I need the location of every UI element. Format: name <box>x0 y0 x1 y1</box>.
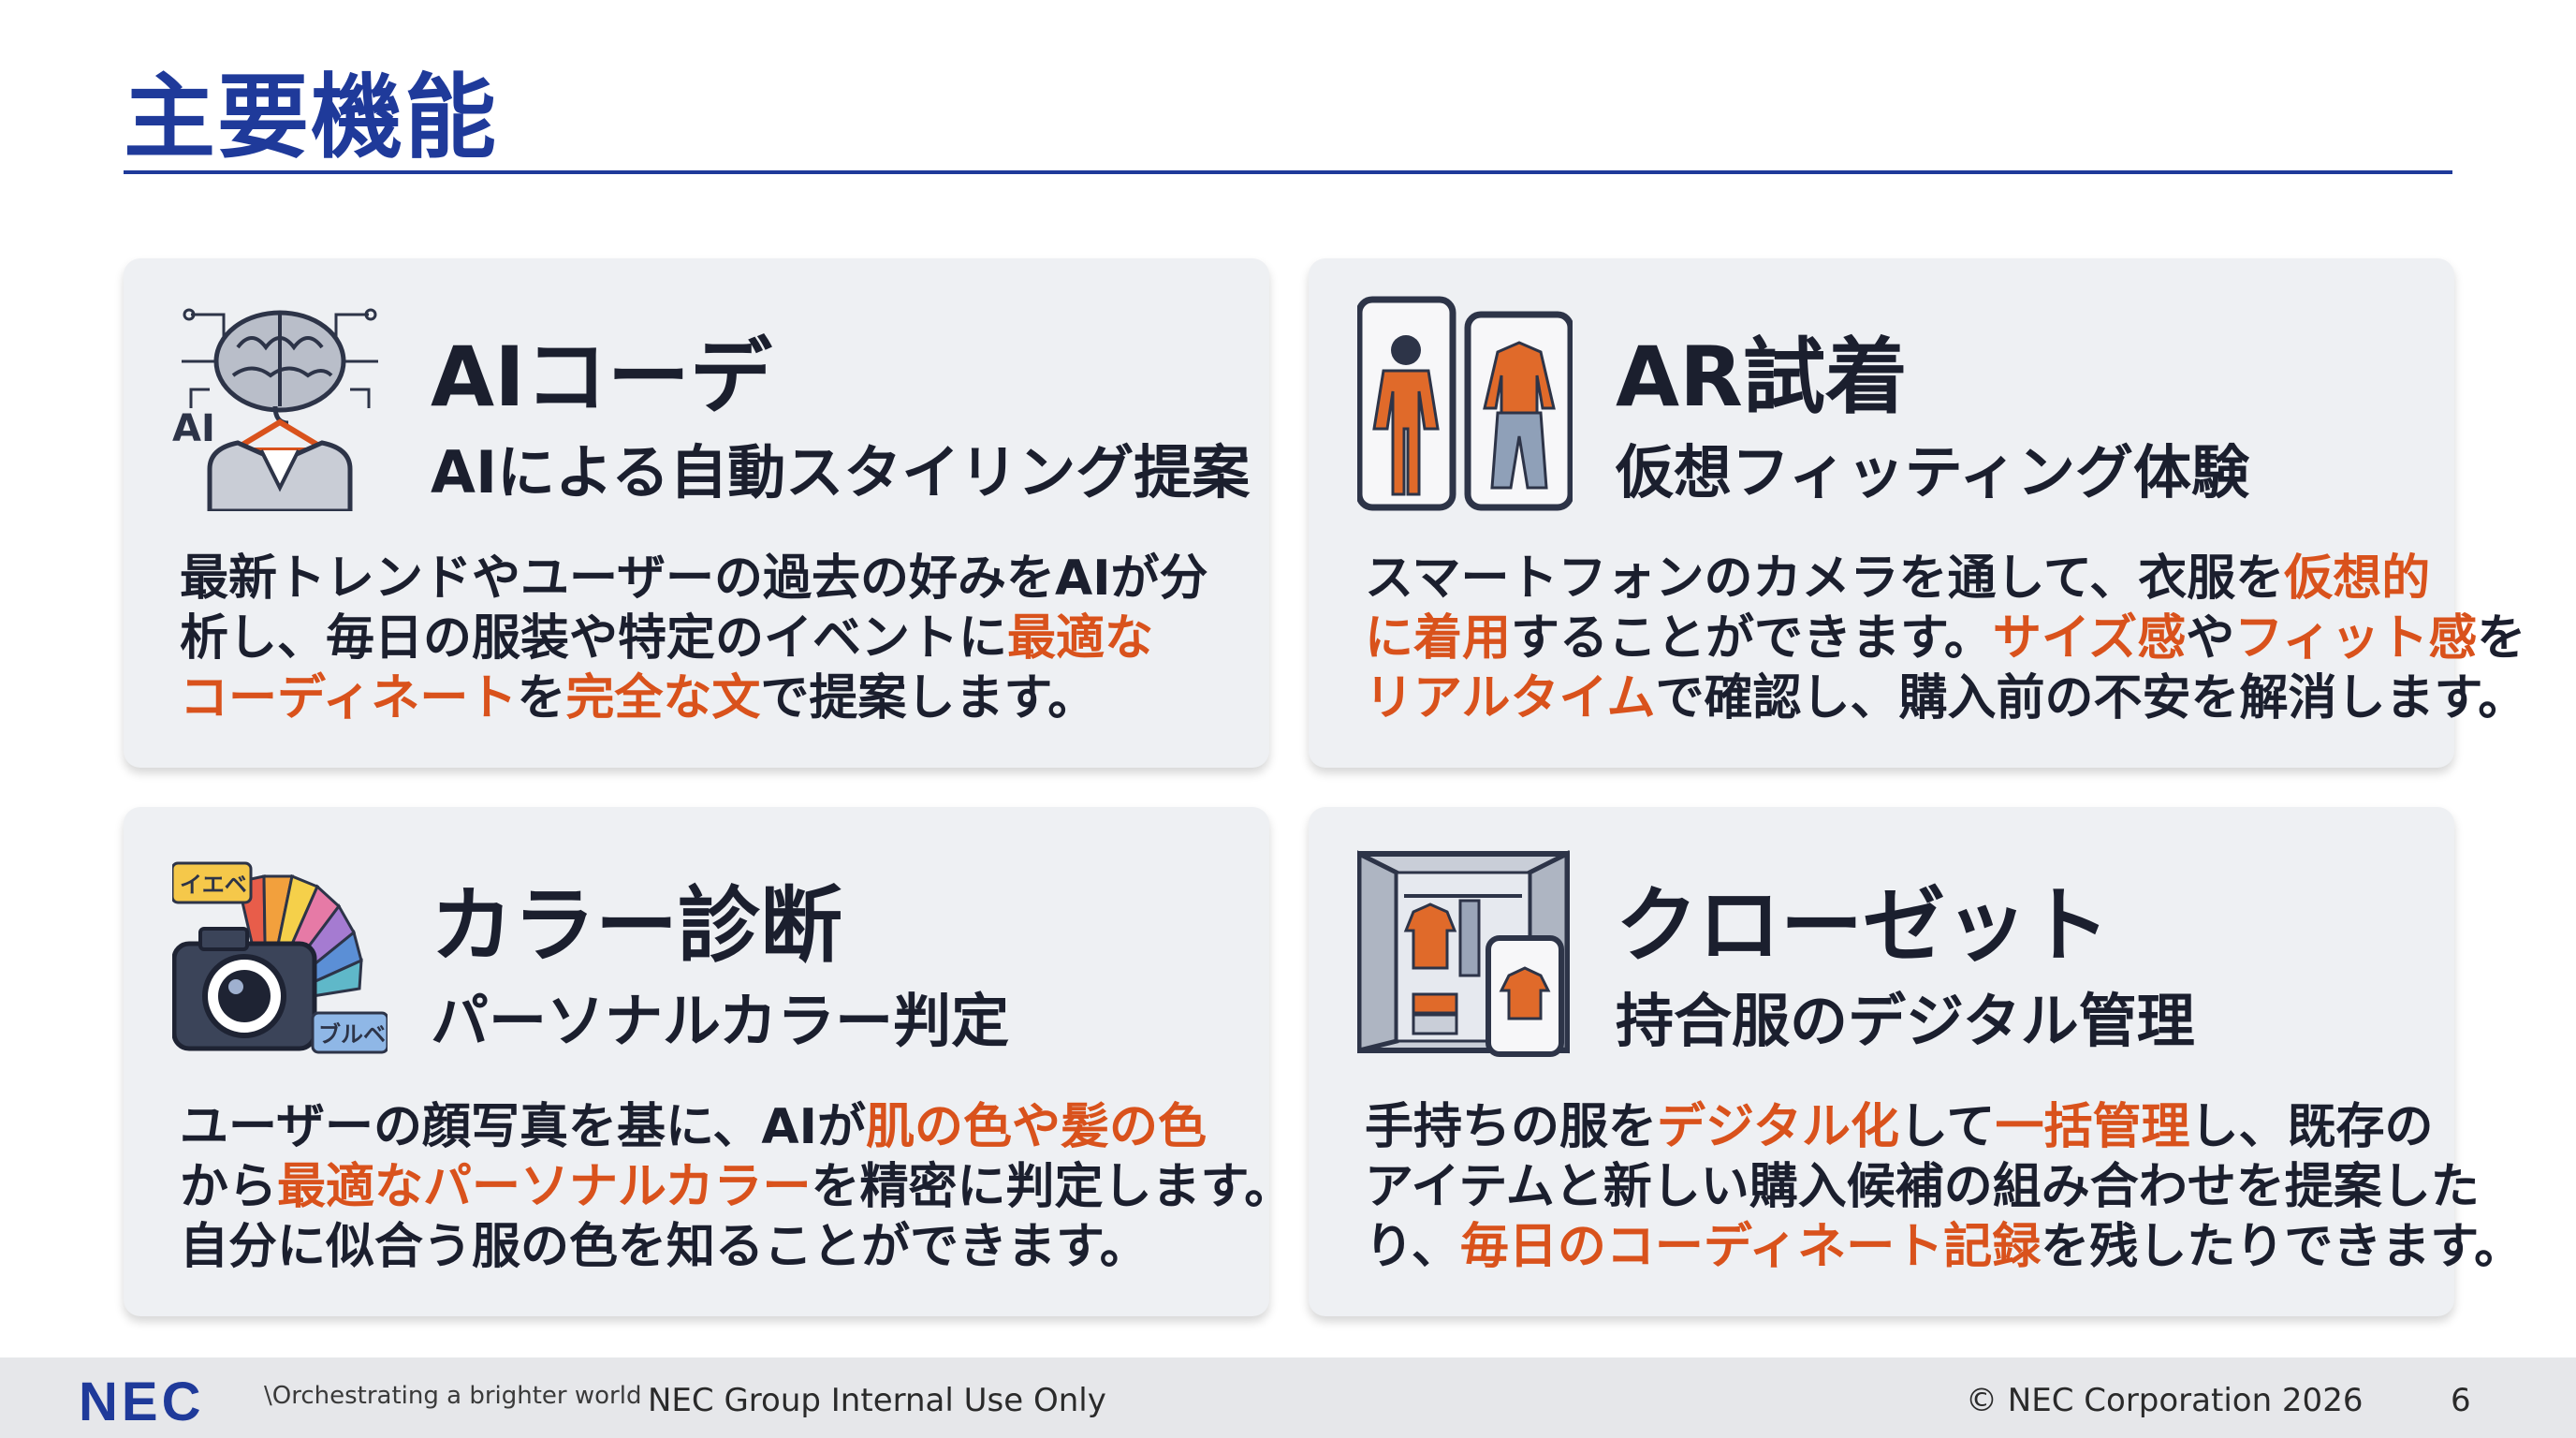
page-number: 6 <box>2451 1382 2471 1419</box>
highlighted-text: 一括管理 <box>1995 1099 2190 1155</box>
footer-classification: NEC Group Internal Use Only <box>648 1382 1106 1419</box>
card-subtitle: 持合服のデジタル管理 <box>1616 987 2195 1055</box>
card-body: 最新トレンドやユーザーの過去の好みをAIが分析し、毎日の服装や特定のイベントに最… <box>180 549 1237 728</box>
body-text: で確認し、購入前の不安を解消します。 <box>1655 670 2527 726</box>
title-divider <box>124 170 2452 174</box>
body-text: を精密に判定します。 <box>811 1159 1294 1215</box>
feature-card-closet: クローゼット 持合服のデジタル管理 手持ちの服をデジタル化して一括管理し、既存の… <box>1309 807 2523 1316</box>
body-text: することができます。 <box>1511 610 1993 667</box>
body-text: を <box>517 670 566 726</box>
card-heading: カラー診断 <box>431 877 843 974</box>
highlighted-text: 最適なパーソナルカラー <box>277 1159 812 1215</box>
feature-card-color-diagnosis: イエベ ブルベ カラー診断 パーソナルカラー判定 ユーザーの顔写真を基に、AIが… <box>124 807 1293 1316</box>
highlighted-text: 最適な <box>1007 610 1154 667</box>
card-body: 手持ちの服をデジタル化して一括管理し、既存のアイテムと新しい購入候補の組み合わせ… <box>1365 1097 2523 1277</box>
card-body-line: 自分に似合う服の色を知ることができます。 <box>180 1217 1237 1277</box>
footer-copyright: © NEC Corporation 2026 <box>1966 1382 2364 1419</box>
card-body: ユーザーの顔写真を基に、AIが肌の色や髪の色から最適なパーソナルカラーを精密に判… <box>180 1097 1293 1277</box>
body-text: 析し、毎日の服装や特定のイベントに <box>180 610 1008 667</box>
highlighted-text: 仮想的 <box>2284 550 2431 607</box>
card-body-line: から最適なパーソナルカラーを精密に判定します。 <box>180 1157 1293 1217</box>
yellow-base-label: イエベ <box>180 872 247 898</box>
card-heading: AR試着 <box>1616 329 1908 425</box>
feature-card-ai-coordinate: AI AIコーデ AIによる自動スタイリング提案 最新トレンドやユーザーの過去の… <box>124 258 1269 768</box>
highlighted-text: デジタル化 <box>1657 1099 1899 1155</box>
card-heading: クローゼット <box>1616 877 2111 974</box>
feature-card-ar-tryon: AR試着 仮想フィッティング体験 スマートフォンのカメラを通して、衣服を仮想的に… <box>1309 258 2526 768</box>
highlighted-text: 肌の色や髪の色 <box>866 1099 1208 1155</box>
card-subtitle: AIによる自動スタイリング提案 <box>431 438 1251 506</box>
ai-label-text: AI <box>172 407 215 450</box>
ai-brain-hanger-icon: AI <box>172 296 388 514</box>
body-text: 最新トレンドやユーザーの過去の好みをAIが分 <box>180 550 1208 607</box>
highlighted-text: コーディネート <box>180 670 518 726</box>
card-body-line: スマートフォンのカメラを通して、衣服を仮想的 <box>1365 549 2430 609</box>
card-body-line: リアルタイムで確認し、購入前の不安を解消します。 <box>1365 668 2526 728</box>
card-body-line: に着用することができます。サイズ感やフィット感を <box>1365 609 2525 668</box>
body-text: で提案します。 <box>760 670 1097 726</box>
card-body-line: 最新トレンドやユーザーの過去の好みをAIが分 <box>180 549 1237 609</box>
camera-color-palette-icon: イエベ ブルベ <box>170 844 389 1060</box>
closet-smartphone-icon <box>1356 844 1573 1060</box>
highlighted-text: に着用 <box>1365 610 1512 667</box>
card-body-line: コーディネートを完全な文で提案します。 <box>180 668 1237 728</box>
body-text: から <box>180 1159 278 1215</box>
body-text: アイテムと新しい購入候補の組み合わせを提案した <box>1365 1159 2480 1215</box>
highlighted-text: リアルタイム <box>1365 670 1656 726</box>
card-body: スマートフォンのカメラを通して、衣服を仮想的に着用することができます。サイズ感や… <box>1365 549 2526 728</box>
body-text: して <box>1898 1099 1996 1155</box>
highlighted-text: 完全な文 <box>565 670 761 726</box>
page-title: 主要機能 <box>124 65 499 171</box>
card-body-line: 手持ちの服をデジタル化して一括管理し、既存の <box>1365 1097 2433 1157</box>
body-text: り、 <box>1365 1219 1460 1275</box>
card-heading: AIコーデ <box>431 329 772 425</box>
card-body-line: ユーザーの顔写真を基に、AIが肌の色や髪の色 <box>180 1097 1237 1157</box>
body-text: 手持ちの服を <box>1365 1099 1658 1155</box>
body-text: スマートフォンのカメラを通して、衣服を <box>1365 550 2285 607</box>
body-text: を <box>2477 610 2526 667</box>
blue-base-label: ブルベ <box>318 1021 386 1048</box>
highlighted-text: サイズ感 <box>1992 610 2187 667</box>
card-body-line: アイテムと新しい購入候補の組み合わせを提案した <box>1365 1157 2480 1217</box>
body-text: し、既存の <box>2189 1099 2434 1155</box>
body-text: ユーザーの顔写真を基に、AIが <box>180 1099 866 1155</box>
highlighted-text: フィット感 <box>2234 610 2478 667</box>
card-body-line: 析し、毎日の服装や特定のイベントに最適な <box>180 609 1237 668</box>
card-body-line: り、毎日のコーディネート記録を残したりできます。 <box>1365 1217 2523 1277</box>
body-text: を残したりできます。 <box>2041 1219 2524 1275</box>
card-subtitle: 仮想フィッティング体験 <box>1616 438 2250 506</box>
footer-tagline: \Orchestrating a brighter world <box>264 1382 642 1410</box>
body-text: や <box>2186 610 2235 667</box>
body-text: 自分に似合う服の色を知ることができます。 <box>180 1219 1149 1275</box>
nec-logo: NEC <box>79 1372 205 1432</box>
footer: NEC \Orchestrating a brighter world NEC … <box>0 1357 2576 1438</box>
card-subtitle: パーソナルカラー判定 <box>431 987 1010 1055</box>
smartphone-ar-tryon-icon <box>1355 296 1574 511</box>
highlighted-text: 毎日のコーディネート記録 <box>1459 1219 2042 1275</box>
